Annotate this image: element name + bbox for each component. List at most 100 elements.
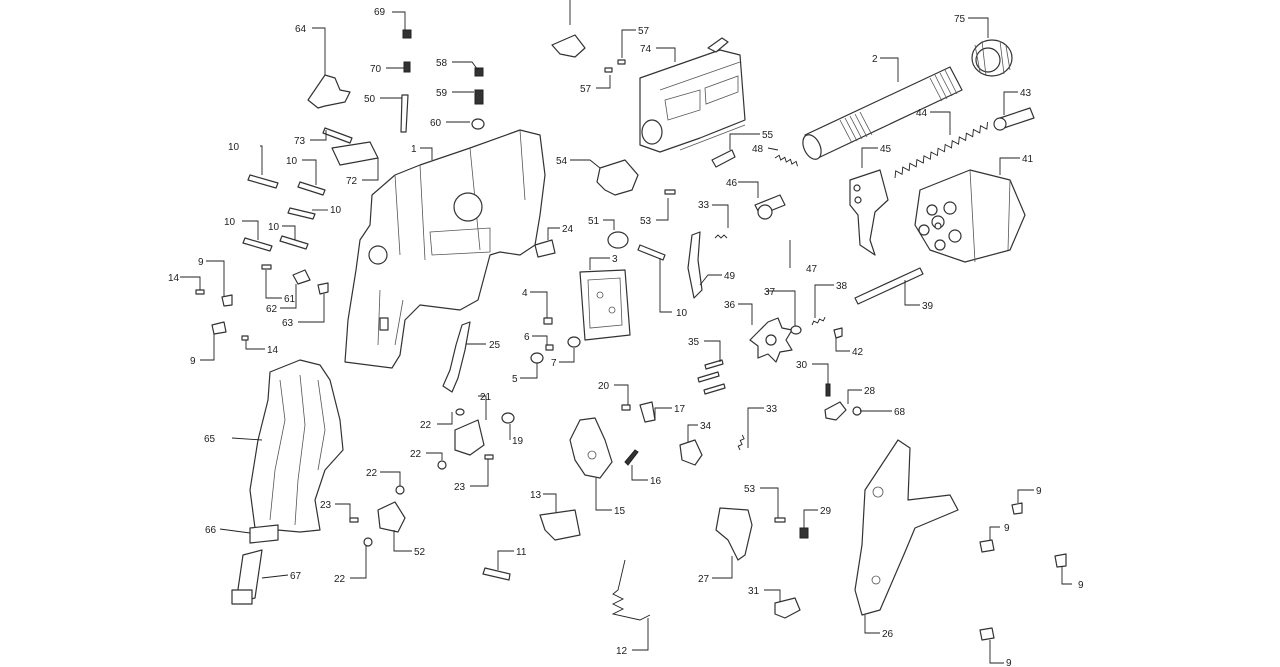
- part-side-plate-26: [854, 439, 959, 616]
- part-pin-14a: [195, 289, 205, 295]
- label-1: 1: [411, 144, 417, 155]
- label-9-c: 9: [1036, 486, 1042, 497]
- label-33-top: 33: [698, 200, 710, 211]
- part-hammer-15: [569, 417, 613, 479]
- label-14-top: 14: [168, 273, 180, 284]
- part-screw-24: [534, 239, 556, 258]
- part-washer-22a: [455, 408, 465, 416]
- part-rod-39: [854, 267, 924, 305]
- label-43: 43: [1020, 88, 1032, 99]
- part-37: [790, 325, 802, 335]
- part-13: [539, 509, 581, 541]
- label-33-bottom: 33: [766, 404, 778, 415]
- part-plate-3: [579, 269, 631, 341]
- label-45: 45: [880, 144, 892, 155]
- label-9-a: 9: [198, 257, 204, 268]
- label-58: 58: [436, 58, 448, 69]
- part-6: [545, 344, 554, 351]
- part-grip-65: [249, 359, 344, 533]
- part-barrel-shroud: [639, 37, 746, 153]
- part-57a: [617, 59, 626, 65]
- part-washer-22d: [363, 537, 373, 547]
- label-20: 20: [598, 381, 610, 392]
- label-47: 47: [806, 264, 818, 275]
- label-15: 15: [614, 506, 626, 517]
- part-7: [567, 336, 581, 348]
- part-58: [474, 67, 484, 77]
- label-68: 68: [894, 407, 906, 418]
- label-9-b: 9: [190, 356, 196, 367]
- label-61: 61: [284, 294, 296, 305]
- part-screw-9e: [1054, 553, 1067, 568]
- label-22-d: 22: [334, 574, 346, 585]
- part-68: [852, 406, 862, 416]
- label-69: 69: [374, 7, 386, 18]
- label-74: 74: [640, 44, 652, 55]
- part-72: [331, 141, 379, 166]
- part-pin-55: [711, 149, 736, 168]
- label-54: 54: [556, 156, 568, 167]
- label-28: 28: [864, 386, 876, 397]
- label-30: 30: [796, 360, 808, 371]
- label-51: 51: [588, 216, 600, 227]
- label-17: 17: [674, 404, 686, 415]
- label-53-bottom: 53: [744, 484, 756, 495]
- part-washer-22b: [437, 460, 447, 470]
- part-69: [402, 29, 412, 39]
- part-73: [322, 127, 353, 144]
- label-22-a: 22: [420, 420, 432, 431]
- part-4: [543, 317, 553, 325]
- label-23-b: 23: [320, 500, 332, 511]
- part-42: [833, 327, 843, 339]
- part-28: [824, 401, 847, 421]
- part-pin-23b: [349, 517, 359, 523]
- label-29: 29: [820, 506, 832, 517]
- label-60: 60: [430, 118, 442, 129]
- part-pin-10c: [287, 207, 316, 220]
- label-2: 2: [872, 54, 878, 65]
- part-50: [400, 94, 409, 133]
- part-spring-33b: [737, 434, 745, 451]
- label-11: 11: [516, 547, 527, 558]
- label-9-d: 9: [1004, 523, 1010, 534]
- label-4: 4: [522, 288, 528, 299]
- part-spring-33a: [714, 234, 728, 239]
- label-46: 46: [726, 178, 738, 189]
- part-21: [454, 419, 485, 456]
- label-13: 13: [530, 490, 542, 501]
- label-10-a: 10: [228, 142, 240, 153]
- label-44: 44: [916, 108, 928, 119]
- part-spring-16: [624, 449, 639, 466]
- part-crane: [849, 169, 889, 256]
- part-5: [530, 352, 544, 364]
- callout-labels: 69 64 70 50 73 72 1 58 59 60 57 57 74 75…: [168, 7, 1084, 667]
- part-pin-14b: [241, 335, 249, 341]
- part-pin-11: [482, 567, 511, 581]
- label-52: 52: [414, 547, 426, 558]
- label-22-b: 22: [410, 449, 422, 460]
- part-pins-35: [697, 359, 726, 395]
- label-22-c: 22: [366, 468, 378, 479]
- part-barrel: [802, 66, 963, 160]
- part-27: [715, 507, 753, 561]
- label-53-top: 53: [640, 216, 652, 227]
- label-34: 34: [700, 421, 712, 432]
- part-bushing-51: [607, 231, 629, 249]
- part-spring-44: [894, 121, 988, 179]
- label-39: 39: [922, 301, 934, 312]
- label-10-e: 10: [268, 222, 280, 233]
- label-36: 36: [724, 300, 736, 311]
- label-31: 31: [748, 586, 760, 597]
- label-65: 65: [204, 434, 216, 445]
- label-14-bottom: 14: [267, 345, 279, 356]
- label-37: 37: [764, 287, 776, 298]
- part-pin-10b: [297, 181, 326, 196]
- label-57-bottom: 57: [580, 84, 592, 95]
- label-26: 26: [882, 629, 894, 640]
- part-pin-10d: [242, 237, 273, 252]
- part-20: [621, 404, 631, 411]
- part-66: [249, 524, 279, 544]
- label-72: 72: [346, 176, 358, 187]
- part-17: [639, 401, 656, 423]
- part-30: [825, 383, 831, 397]
